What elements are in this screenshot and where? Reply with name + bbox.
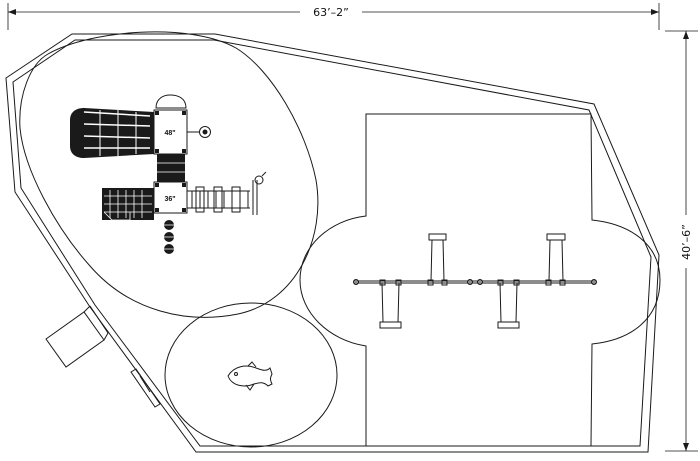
steering-wheel-panel: [187, 126, 211, 138]
site-boundary: [5, 33, 660, 453]
swing-seat-2: [546, 233, 566, 282]
tube-slide: [70, 108, 154, 158]
swing-set: [353, 233, 597, 329]
width-dimension: 63’–2”: [7, 3, 660, 30]
climbing-panel: [102, 188, 154, 221]
swing-seat-1: [428, 233, 447, 282]
boundary-panel: [130, 368, 161, 408]
width-dimension-label: 63’–2”: [313, 6, 349, 19]
spring-rider-fish: [227, 361, 273, 391]
swing-seat-4: [497, 282, 520, 329]
upper-deck-roof: [155, 94, 187, 109]
swing-seat-3: [379, 282, 402, 329]
step-pods: [164, 220, 174, 254]
swing-use-zone: [299, 113, 661, 447]
height-dimension: 40’–6”: [665, 30, 698, 452]
play-structure-use-zone: [19, 31, 319, 318]
upper-deck-height: 48": [164, 130, 175, 137]
connecting-bridge: [157, 154, 185, 182]
lower-deck-height: 36": [164, 196, 175, 203]
free-standing-slide: [45, 305, 109, 368]
overhead-ladder: [187, 186, 250, 213]
spring-rider-use-zone: [164, 302, 338, 448]
play-post: [252, 171, 267, 215]
height-dimension-label: 40’–6”: [680, 224, 693, 260]
play-structure: 48" 36": [70, 94, 267, 254]
